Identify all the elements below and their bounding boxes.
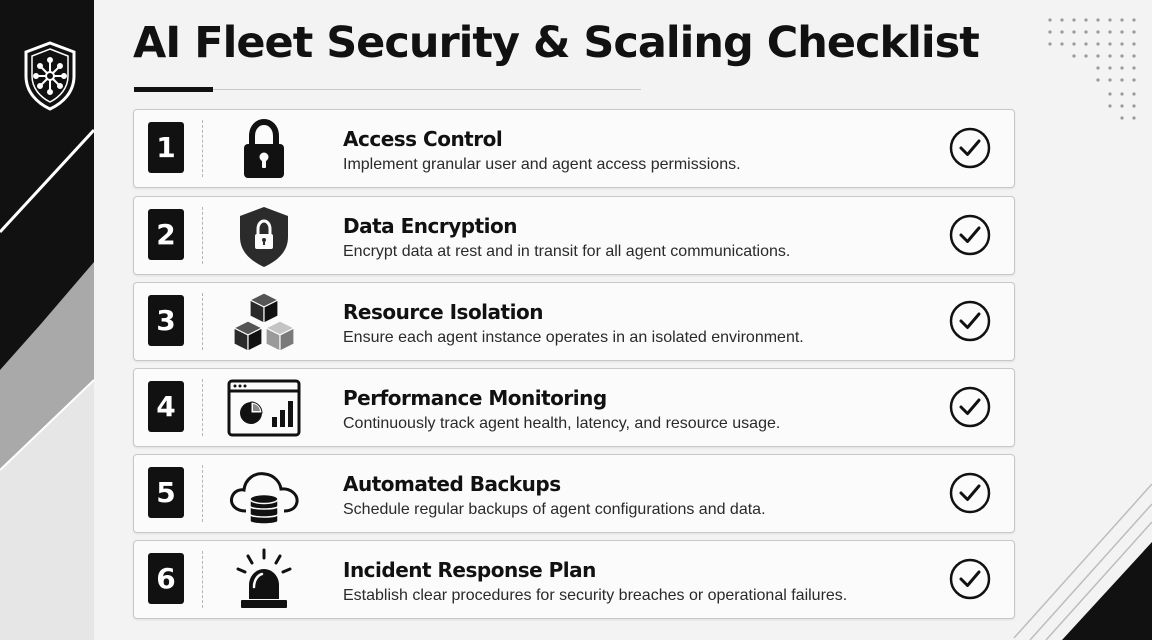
title-underline-accent [134,87,213,92]
shield-circuit-icon [24,41,76,111]
corner-stripes-decoration [1013,483,1152,640]
item-number: 1 [148,122,184,173]
item-divider [202,379,203,436]
item-title: Resource Isolation [343,300,543,324]
title-underline [134,89,641,90]
item-divider [202,551,203,608]
checkmark-circle-icon[interactable] [949,214,991,256]
item-title: Automated Backups [343,472,561,496]
item-description: Encrypt data at rest and in transit for … [343,243,791,260]
cubes-icon [232,292,296,352]
checklist-item-5[interactable]: 5 Automated Backups Schedule regular bac… [133,454,1015,533]
checkmark-circle-icon[interactable] [949,127,991,169]
padlock-icon [244,118,284,178]
item-number: 4 [148,381,184,432]
item-title: Access Control [343,127,503,151]
item-number: 2 [148,209,184,260]
item-description: Ensure each agent instance operates in a… [343,329,804,346]
item-divider [202,207,203,264]
item-description: Establish clear procedures for security … [343,587,848,604]
item-title: Incident Response Plan [343,558,596,582]
item-description: Continuously track agent health, latency… [343,415,781,432]
item-divider [202,293,203,350]
checklist-item-1[interactable]: 1 Access Control Implement granular user… [133,109,1015,188]
item-number: 3 [148,295,184,346]
cloud-database-icon [230,472,299,525]
checklist-item-4[interactable]: 4 Performance Monitoring Continuously tr… [133,368,1015,447]
shield-lock-icon [240,207,288,267]
checklist-item-3[interactable]: 3 Resource Isolation Ensure each agent i… [133,282,1015,361]
item-title: Data Encryption [343,214,517,238]
checklist-item-6[interactable]: 6 Incident Response Plan Establish clear… [133,540,1015,619]
checkmark-circle-icon[interactable] [949,300,991,342]
item-number: 5 [148,467,184,518]
dashboard-chart-icon [227,379,301,437]
item-divider [202,120,203,177]
item-divider [202,465,203,522]
checkmark-circle-icon[interactable] [949,472,991,514]
checklist-item-2[interactable]: 2 Data Encryption Encrypt data at rest a… [133,196,1015,275]
alarm-siren-icon [236,548,292,608]
item-description: Schedule regular backups of agent config… [343,501,766,518]
page-title: AI Fleet Security & Scaling Checklist [133,18,980,68]
dot-grid-decoration [1048,18,1136,120]
checkmark-circle-icon[interactable] [949,386,991,428]
checkmark-circle-icon[interactable] [949,558,991,600]
item-description: Implement granular user and agent access… [343,156,741,173]
item-title: Performance Monitoring [343,386,607,410]
item-number: 6 [148,553,184,604]
